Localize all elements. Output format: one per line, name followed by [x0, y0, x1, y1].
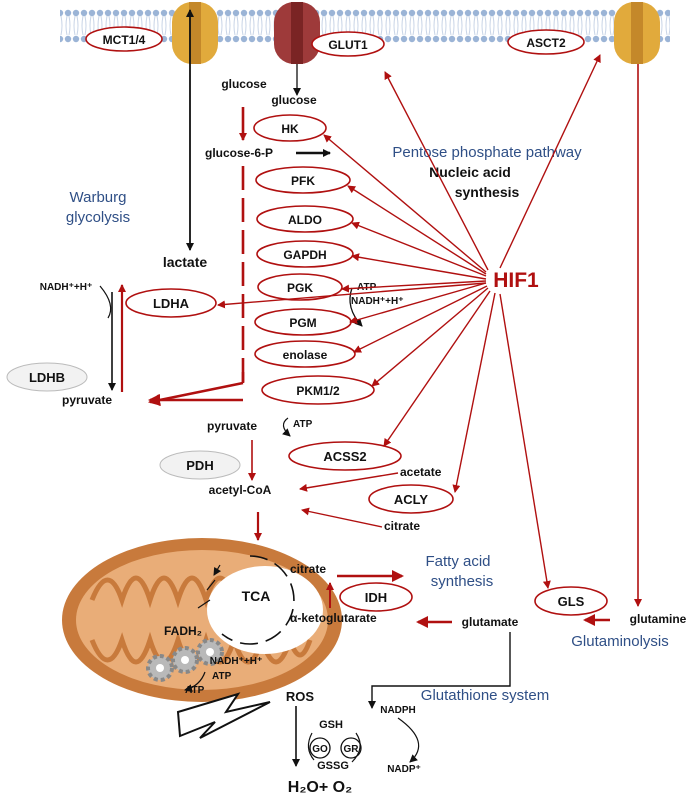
enzyme-pdh: PDH — [159, 450, 241, 480]
enzyme-hk: HK — [253, 114, 327, 142]
glutamate-label: glutamate — [462, 615, 519, 629]
enzyme-go: GO — [309, 737, 331, 759]
enzyme-ldha: LDHA — [125, 288, 217, 318]
hif1-arrows — [217, 54, 601, 589]
enzyme-pkm: PKM1/2 — [261, 375, 375, 405]
svg-text:GR: GR — [344, 744, 360, 755]
svg-text:PKM1/2: PKM1/2 — [296, 384, 340, 398]
enzyme-enolase: enolase — [254, 340, 356, 368]
ros-label: ROS — [286, 689, 315, 704]
enzyme-aldo: ALDO — [256, 205, 354, 233]
glut-label: GLUT1 — [328, 38, 368, 52]
enzyme-pgk: PGK — [257, 273, 343, 301]
gsh-label: GSH — [319, 719, 343, 731]
atp-mito-1: ATP — [212, 671, 232, 682]
lactate-label: lactate — [163, 254, 208, 270]
mct-label: MCT1/4 — [103, 33, 146, 47]
svg-text:IDH: IDH — [365, 590, 387, 605]
enzyme-acss2: ACSS2 — [288, 441, 402, 471]
mitochondrion-icon — [62, 538, 342, 702]
fatty-synthesis-label: synthesis — [431, 573, 494, 590]
citrate-label-1: citrate — [384, 519, 420, 533]
fatty-label: Fatty acid — [425, 553, 490, 570]
enzyme-acly: ACLY — [368, 484, 454, 514]
glutathione-label: Glutathione system — [421, 687, 549, 704]
svg-text:enolase: enolase — [283, 348, 328, 362]
nadh-mito: NADH⁺+H⁺ — [210, 656, 263, 667]
nadh-pgk: NADH⁺+H⁺ — [351, 296, 404, 307]
asct-channel-icon — [614, 2, 660, 64]
nadp-label: NADP⁺ — [387, 764, 421, 775]
svg-text:HK: HK — [281, 122, 299, 136]
atp-mito-2: ATP — [185, 685, 205, 696]
nucleic-label: Nucleic acid — [429, 164, 511, 180]
lightning-bolt-icon — [176, 692, 271, 739]
svg-text:PGM: PGM — [289, 316, 316, 330]
glut-channel-icon — [274, 2, 320, 64]
glutamine-label: glutamine — [630, 612, 687, 626]
svg-text:ACSS2: ACSS2 — [323, 449, 366, 464]
acetate-label: acetate — [400, 465, 442, 479]
svg-text:GO: GO — [312, 744, 328, 755]
enzyme-gls: GLS — [534, 586, 608, 616]
warburg-label: Warburg — [70, 189, 127, 206]
svg-text:PFK: PFK — [291, 174, 315, 188]
citrate-mito: citrate — [290, 562, 326, 576]
acetyl-coa: acetyl-CoA — [209, 483, 272, 497]
akg-label: α-ketoglutarate — [290, 611, 377, 625]
svg-text:PGK: PGK — [287, 281, 313, 295]
pentose-label: Pentose phosphate pathway — [392, 144, 582, 161]
nadh-ldh: NADH⁺+H⁺ — [40, 282, 93, 293]
glutaminolysis-label: Glutaminolysis — [571, 633, 669, 650]
hif1-label: HIF1 — [493, 269, 539, 292]
svg-text:ALDO: ALDO — [288, 213, 322, 227]
atp-pk: ATP — [293, 419, 313, 430]
svg-text:GLS: GLS — [558, 594, 585, 609]
nucleic-synthesis-label: synthesis — [455, 184, 520, 200]
h2o-o2-label: H₂O+ O₂ — [288, 779, 352, 796]
svg-text:PDH: PDH — [186, 458, 213, 473]
enzyme-idh: IDH — [339, 582, 413, 612]
pyruvate-center: pyruvate — [207, 419, 257, 433]
pyruvate-left: pyruvate — [62, 393, 112, 407]
glycolysis-label: glycolysis — [66, 209, 130, 226]
fadh-label: FADH₂ — [164, 624, 202, 638]
svg-text:LDHB: LDHB — [29, 370, 65, 385]
svg-text:LDHA: LDHA — [153, 296, 190, 311]
enzyme-ldhb: LDHB — [6, 362, 88, 392]
glucose-inside: glucose — [271, 93, 317, 107]
glucose-outside: glucose — [221, 77, 267, 91]
asct-label: ASCT2 — [526, 36, 566, 50]
svg-text:GAPDH: GAPDH — [283, 248, 326, 262]
gssg-label: GSSG — [317, 760, 349, 772]
atp-synthase-gears-icon — [146, 638, 224, 682]
enzyme-pgm: PGM — [254, 308, 352, 336]
nadph-label: NADPH — [380, 705, 416, 716]
glucose-6-p: glucose-6-P — [205, 146, 273, 160]
enzyme-gr: GR — [340, 737, 362, 759]
enzyme-gapdh: GAPDH — [256, 240, 354, 268]
tca-label: TCA — [242, 588, 271, 604]
svg-text:ACLY: ACLY — [394, 492, 429, 507]
mct-channel-icon — [172, 2, 218, 64]
enzyme-pfk: PFK — [255, 166, 351, 194]
